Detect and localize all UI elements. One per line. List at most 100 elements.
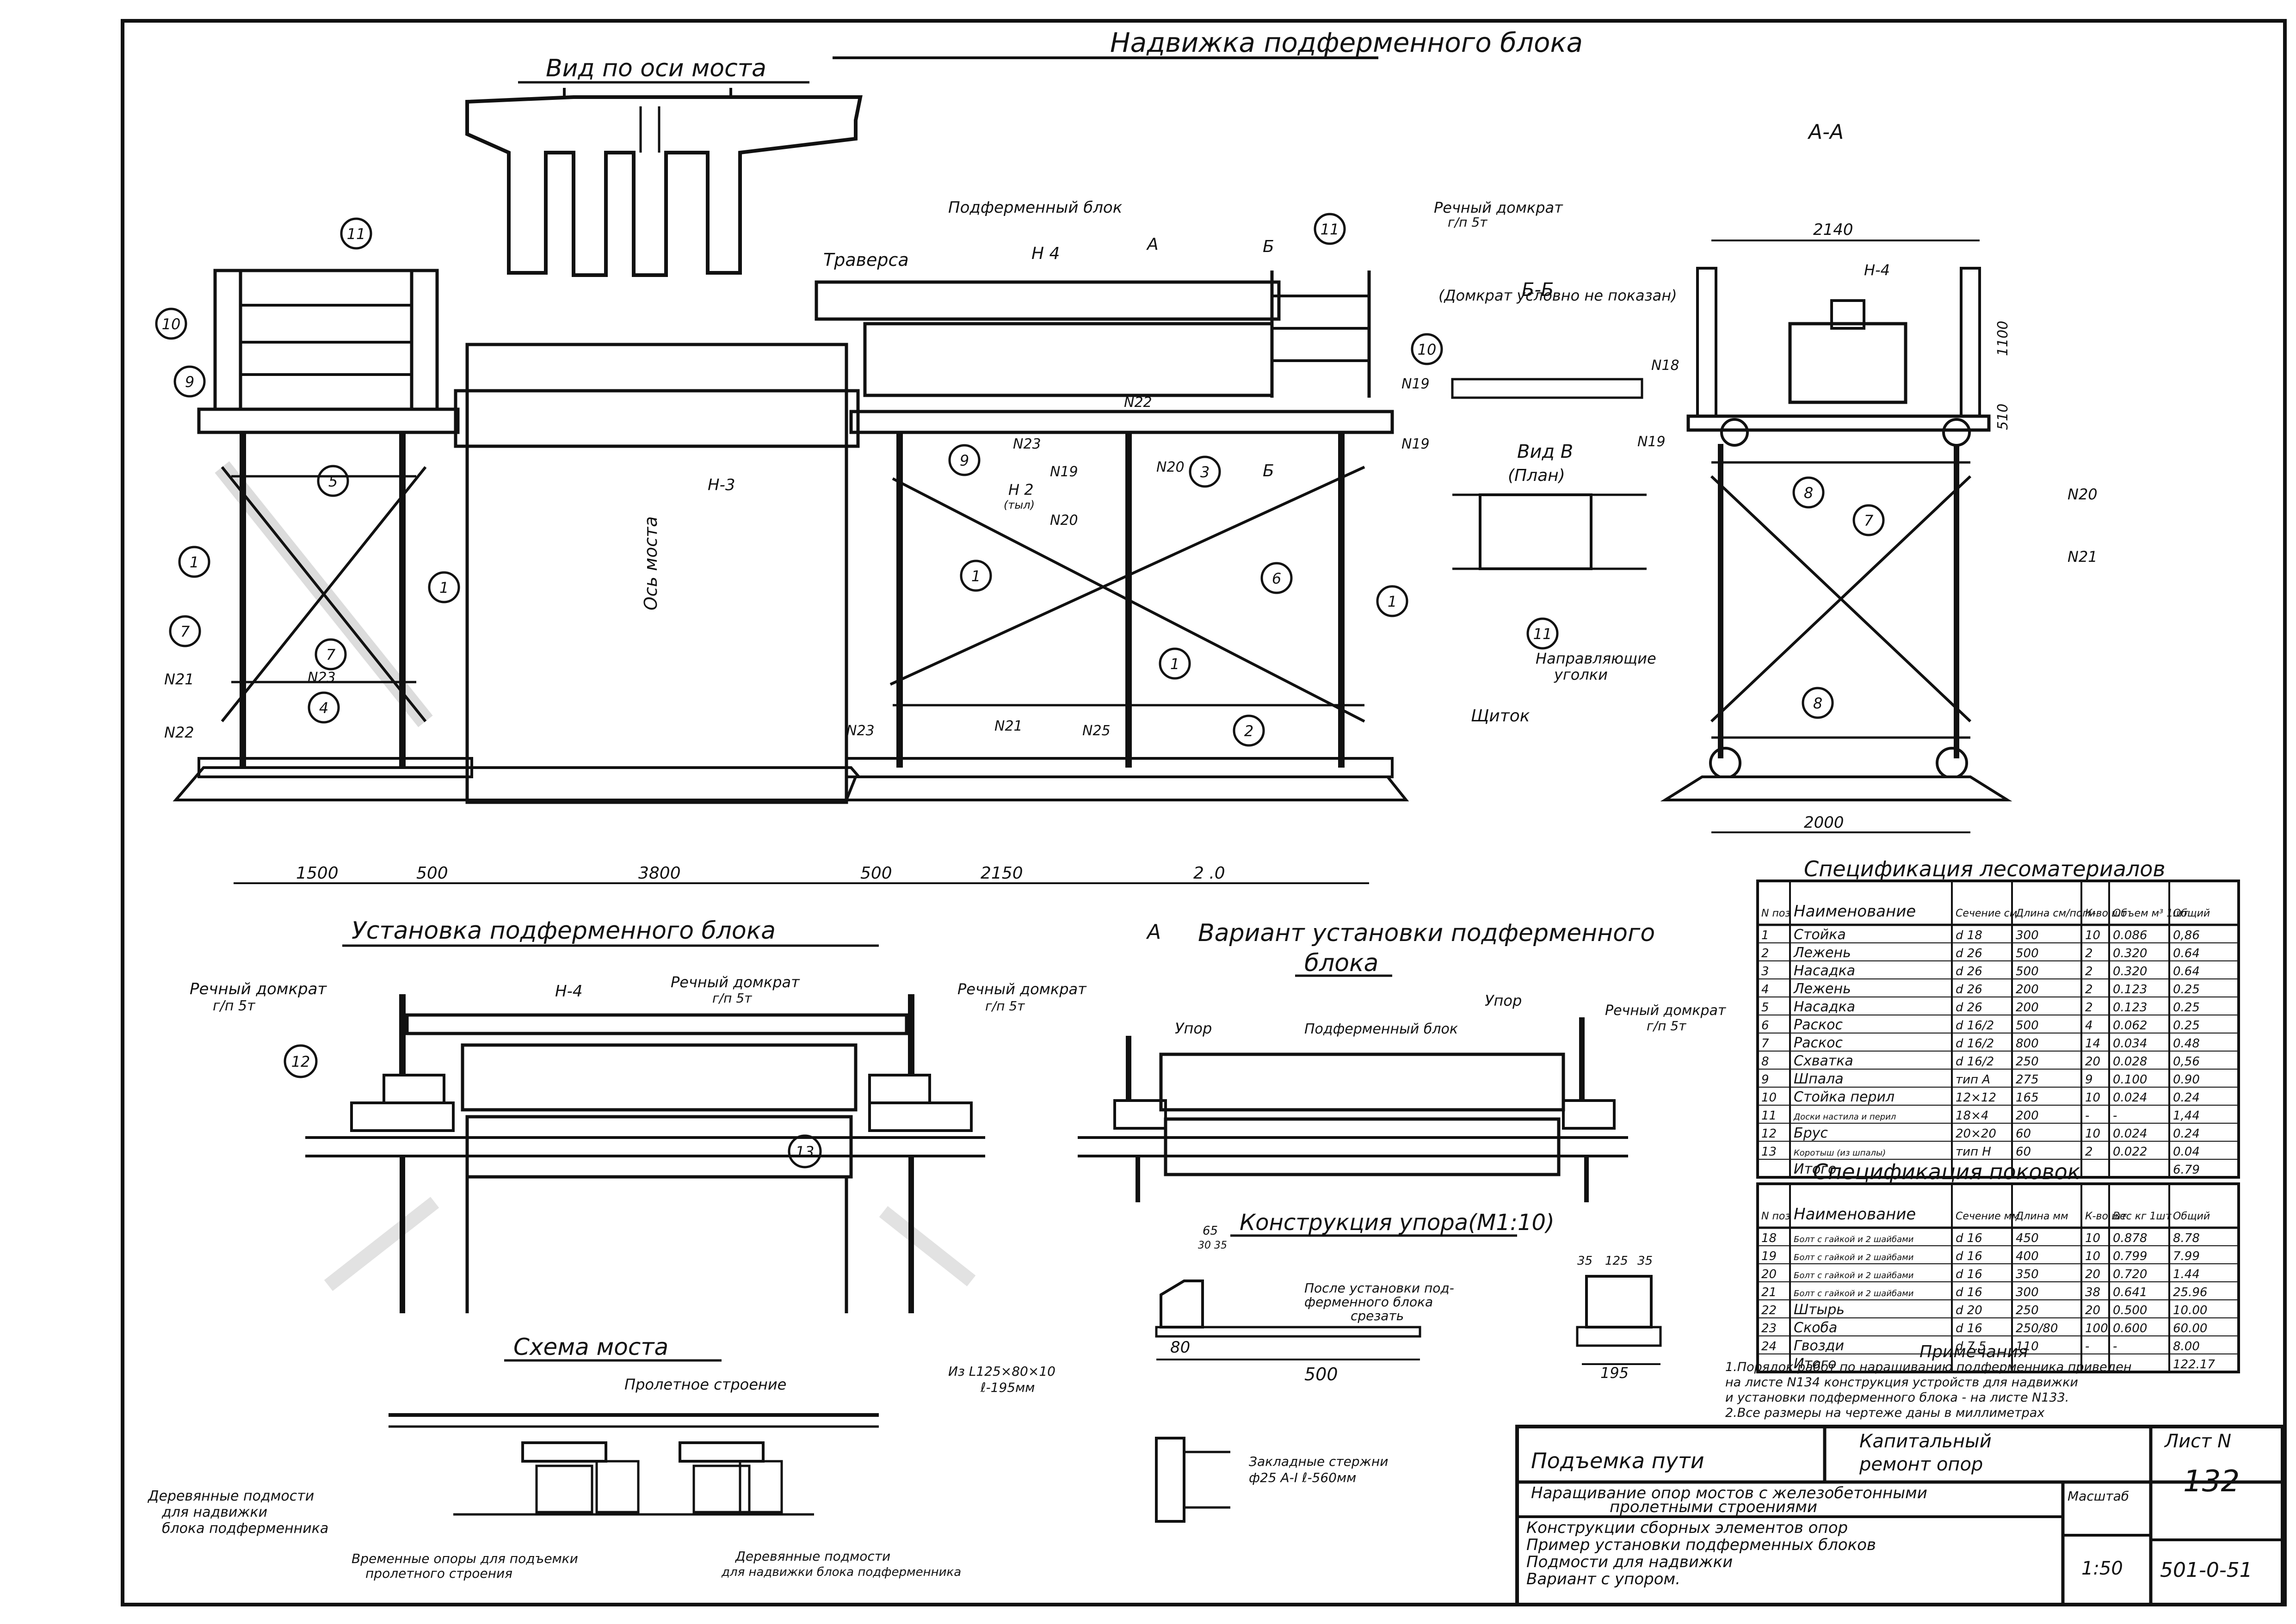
marker-n19-mid: N19 bbox=[1050, 464, 1078, 480]
lumber-header-cell: N поз bbox=[1761, 908, 1790, 919]
stop-note-3: срезать bbox=[1351, 1308, 1404, 1323]
title-block bbox=[1515, 1425, 2284, 1606]
forgings-cell: 21 bbox=[1761, 1286, 1777, 1299]
lumber-cell: 12×12 bbox=[1956, 1091, 1996, 1105]
forgings-cell: - bbox=[2085, 1340, 2089, 1353]
variant-podf-block: Подферменный блок bbox=[1304, 1021, 1458, 1037]
callout-10b: 10 bbox=[1418, 341, 1437, 358]
lumber-cell: 300 bbox=[2016, 929, 2039, 942]
scheme-drawing bbox=[389, 1413, 879, 1516]
callout-7c: 7 bbox=[1864, 512, 1874, 529]
stop-drawing bbox=[1155, 1275, 1662, 1523]
forgings-cell: 8.78 bbox=[2173, 1231, 2200, 1245]
lumber-cell: 200 bbox=[2016, 1001, 2039, 1015]
scheme-wood-b2: для надвижки блока подферменника bbox=[721, 1565, 961, 1579]
forgings-cell: 25.96 bbox=[2173, 1286, 2207, 1299]
forgings-cell: 10 bbox=[2085, 1231, 2100, 1245]
tb-sheet-label: Лист N bbox=[2164, 1431, 2231, 1452]
lumber-cell: 0.64 bbox=[2173, 947, 2200, 960]
dim-3800: 3800 bbox=[638, 864, 681, 883]
lumber-header-cell: Общий bbox=[2173, 908, 2210, 919]
lumber-cell: 0.25 bbox=[2173, 1019, 2200, 1033]
callout-1c: 1 bbox=[971, 567, 981, 585]
lumber-cell: 0,56 bbox=[2173, 1055, 2200, 1069]
forgings-cell: 10 bbox=[2085, 1249, 2100, 1263]
tb-subject-1: Наращивание опор мостов с железобетонным… bbox=[1531, 1484, 1927, 1502]
lumber-cell: d 16/2 bbox=[1956, 1055, 1994, 1069]
label-h4: Н 4 bbox=[1031, 244, 1060, 263]
tb-category-1: Капитальный bbox=[1859, 1431, 1992, 1452]
dim-1100: 1100 bbox=[1995, 321, 2011, 356]
section-bb-note: (Домкрат условно не показан) bbox=[1438, 287, 1677, 304]
lumber-cell: 7 bbox=[1761, 1037, 1769, 1051]
lumber-header-cell: К-во шт bbox=[2085, 908, 2127, 919]
dim-35b: 35 bbox=[1637, 1254, 1653, 1268]
dim-510: 510 bbox=[1995, 404, 2011, 430]
stop-embedded-1: Закладные стержни bbox=[1249, 1454, 1388, 1469]
label-h2-sub: (тыл) bbox=[1004, 498, 1035, 511]
marker-n22: N22 bbox=[164, 724, 194, 741]
scheme-wood-3: блока подферменника bbox=[162, 1520, 328, 1537]
lumber-cell: 12 bbox=[1761, 1127, 1777, 1141]
forgings-cell: Гвозди bbox=[1794, 1338, 1844, 1354]
forgings-cell: 122.17 bbox=[2173, 1358, 2215, 1372]
forgings-border bbox=[1756, 1182, 2240, 1373]
marker-b1: Б bbox=[1263, 237, 1274, 256]
lumber-cell: 0.320 bbox=[2113, 947, 2147, 960]
lumber-cell: Стойка bbox=[1794, 927, 1846, 943]
forgings-cell: 20 bbox=[1761, 1267, 1777, 1281]
callout-3: 3 bbox=[1200, 463, 1210, 481]
view-v-sub: (План) bbox=[1508, 466, 1565, 485]
marker-n22-mid: N22 bbox=[1124, 394, 1152, 411]
label-podf-block: Подферменный блок bbox=[948, 198, 1123, 217]
forgings-cell: d 16 bbox=[1956, 1322, 1982, 1335]
label-h3: Н-3 bbox=[708, 476, 735, 494]
forgings-cell: 8.00 bbox=[2173, 1340, 2200, 1353]
lumber-cell: тип А bbox=[1956, 1073, 1990, 1087]
callout-4: 4 bbox=[319, 699, 328, 717]
label-jack-top-cap: г/п 5т bbox=[1448, 215, 1487, 230]
forgings-cell: 19 bbox=[1761, 1249, 1777, 1263]
forgings-cell: Болт с гайкой и 2 шайбами bbox=[1794, 1253, 1914, 1262]
lumber-cell: 0.086 bbox=[2113, 929, 2147, 942]
setup-drawing bbox=[305, 994, 985, 1313]
sheet-frame bbox=[121, 19, 2287, 1606]
lumber-cell: Лежень bbox=[1793, 981, 1851, 997]
marker-n20-aa: N20 bbox=[2068, 486, 2098, 503]
notes-line-2: на листе N134 конструкция устройств для … bbox=[1725, 1375, 2078, 1390]
lumber-cell: 0.320 bbox=[2113, 965, 2147, 978]
scheme-temp-1: Временные опоры для подъемки bbox=[352, 1551, 578, 1566]
lumber-cell: 8 bbox=[1761, 1055, 1769, 1069]
tb-section: Подъемка пути bbox=[1531, 1448, 1704, 1473]
label-traversa: Траверса bbox=[823, 250, 909, 270]
lumber-cell: 165 bbox=[2016, 1091, 2039, 1105]
marker-n21-aa: N21 bbox=[2068, 548, 2098, 566]
forgings-cell: 0.500 bbox=[2113, 1304, 2147, 1317]
lumber-cell: d 18 bbox=[1956, 929, 1982, 942]
lumber-cell: 2 bbox=[2085, 1001, 2093, 1015]
marker-n21-left: N21 bbox=[164, 671, 194, 688]
marker-n23-mid: N23 bbox=[1013, 436, 1041, 452]
callout-11a: 11 bbox=[347, 225, 366, 243]
forgings-cell: Скоба bbox=[1794, 1320, 1837, 1336]
forgings-cell: 20 bbox=[2085, 1304, 2100, 1317]
forgings-header-cell: Длина мм bbox=[2015, 1211, 2068, 1222]
setup-jack-left: Речный домкрат bbox=[190, 980, 327, 998]
lumber-cell: 0.90 bbox=[2173, 1073, 2200, 1087]
lumber-cell: 0.022 bbox=[2113, 1145, 2147, 1159]
callout-10a: 10 bbox=[162, 315, 181, 333]
forgings-cell: Болт с гайкой и 2 шайбами bbox=[1794, 1271, 1914, 1280]
forgings-cell: 1.44 bbox=[2173, 1267, 2200, 1281]
marker-b2: Б bbox=[1263, 461, 1274, 480]
marker-a: А bbox=[1146, 235, 1159, 254]
tb-subject-2: пролетными строениями bbox=[1610, 1498, 1817, 1516]
lumber-cell: 0.028 bbox=[2113, 1055, 2147, 1069]
variant-drawing bbox=[1078, 1017, 1628, 1202]
label-bridge-axis: Ось моста bbox=[641, 516, 661, 610]
notes-title: Примечания bbox=[1920, 1342, 2028, 1361]
forgings-cell: d 7.5 bbox=[1956, 1340, 1986, 1353]
callout-7b: 7 bbox=[326, 646, 336, 664]
dim-125: 125 bbox=[1605, 1254, 1628, 1268]
label-shield: Щиток bbox=[1471, 707, 1530, 726]
